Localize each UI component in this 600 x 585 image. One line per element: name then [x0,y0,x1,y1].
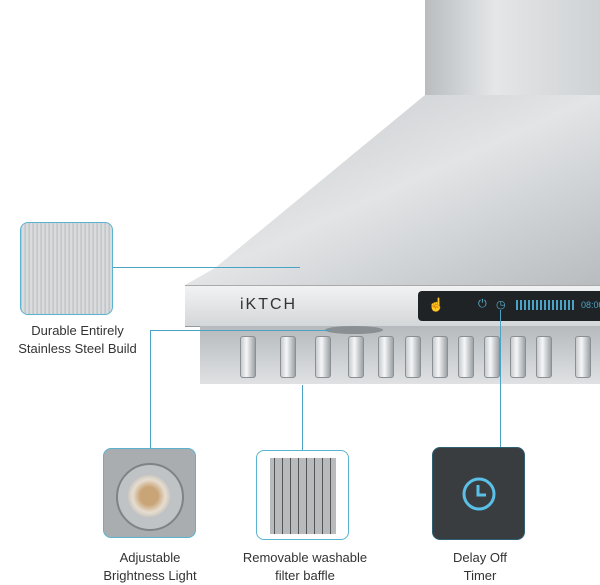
gesture-hand-icon[interactable]: ☝ [428,297,445,312]
label-line: Delay Off [453,550,507,565]
baffle [405,336,421,378]
brand-logo: iKTCH [240,296,298,313]
hood-front-panel: iKTCH ☝ ⏻ ◷ 08:00 [185,285,600,327]
hood-canopy [185,95,600,285]
label-line: filter baffle [275,568,335,583]
baffle [280,336,296,378]
connector-line [150,330,151,448]
clock-icon [462,477,496,511]
baffle [378,336,394,378]
baffle [510,336,526,378]
connector-line [113,267,300,268]
label-line: Adjustable [119,550,181,565]
level-display [516,300,576,310]
steel-swatch [20,222,113,315]
baffle [240,336,256,378]
baffle [348,336,364,378]
label-line: Brightness Light [103,568,197,583]
feature-label-filter: Removable washable filter baffle [225,549,385,585]
label-line: Removable washable [242,550,368,565]
timer-image [432,447,525,540]
clock-icon[interactable]: ◷ [496,299,506,311]
time-display: 08:00 [581,300,600,310]
baffle [458,336,474,378]
feature-label-steel: Durable Entirely Stainless Steel Build [0,322,155,358]
label-line: Stainless Steel Build [18,341,137,356]
connector-line [500,310,501,447]
connector-line [302,385,303,450]
baffle [536,336,552,378]
power-icon[interactable]: ⏻ [478,298,487,310]
label-line: Durable Entirely [31,323,124,338]
label-line: Timer [463,568,497,583]
baffle-filter-image [256,450,349,540]
feature-label-timer: Delay Off Timer [400,549,560,585]
connector-line [150,330,330,331]
baffle [315,336,331,378]
led-light-image [103,448,196,538]
hood-light [325,326,383,334]
baffle [575,336,591,378]
control-panel: ☝ ⏻ ◷ 08:00 [418,291,600,321]
feature-label-light: Adjustable Brightness Light [70,549,230,585]
baffle [484,336,500,378]
baffle [432,336,448,378]
hood-underside [200,326,600,384]
